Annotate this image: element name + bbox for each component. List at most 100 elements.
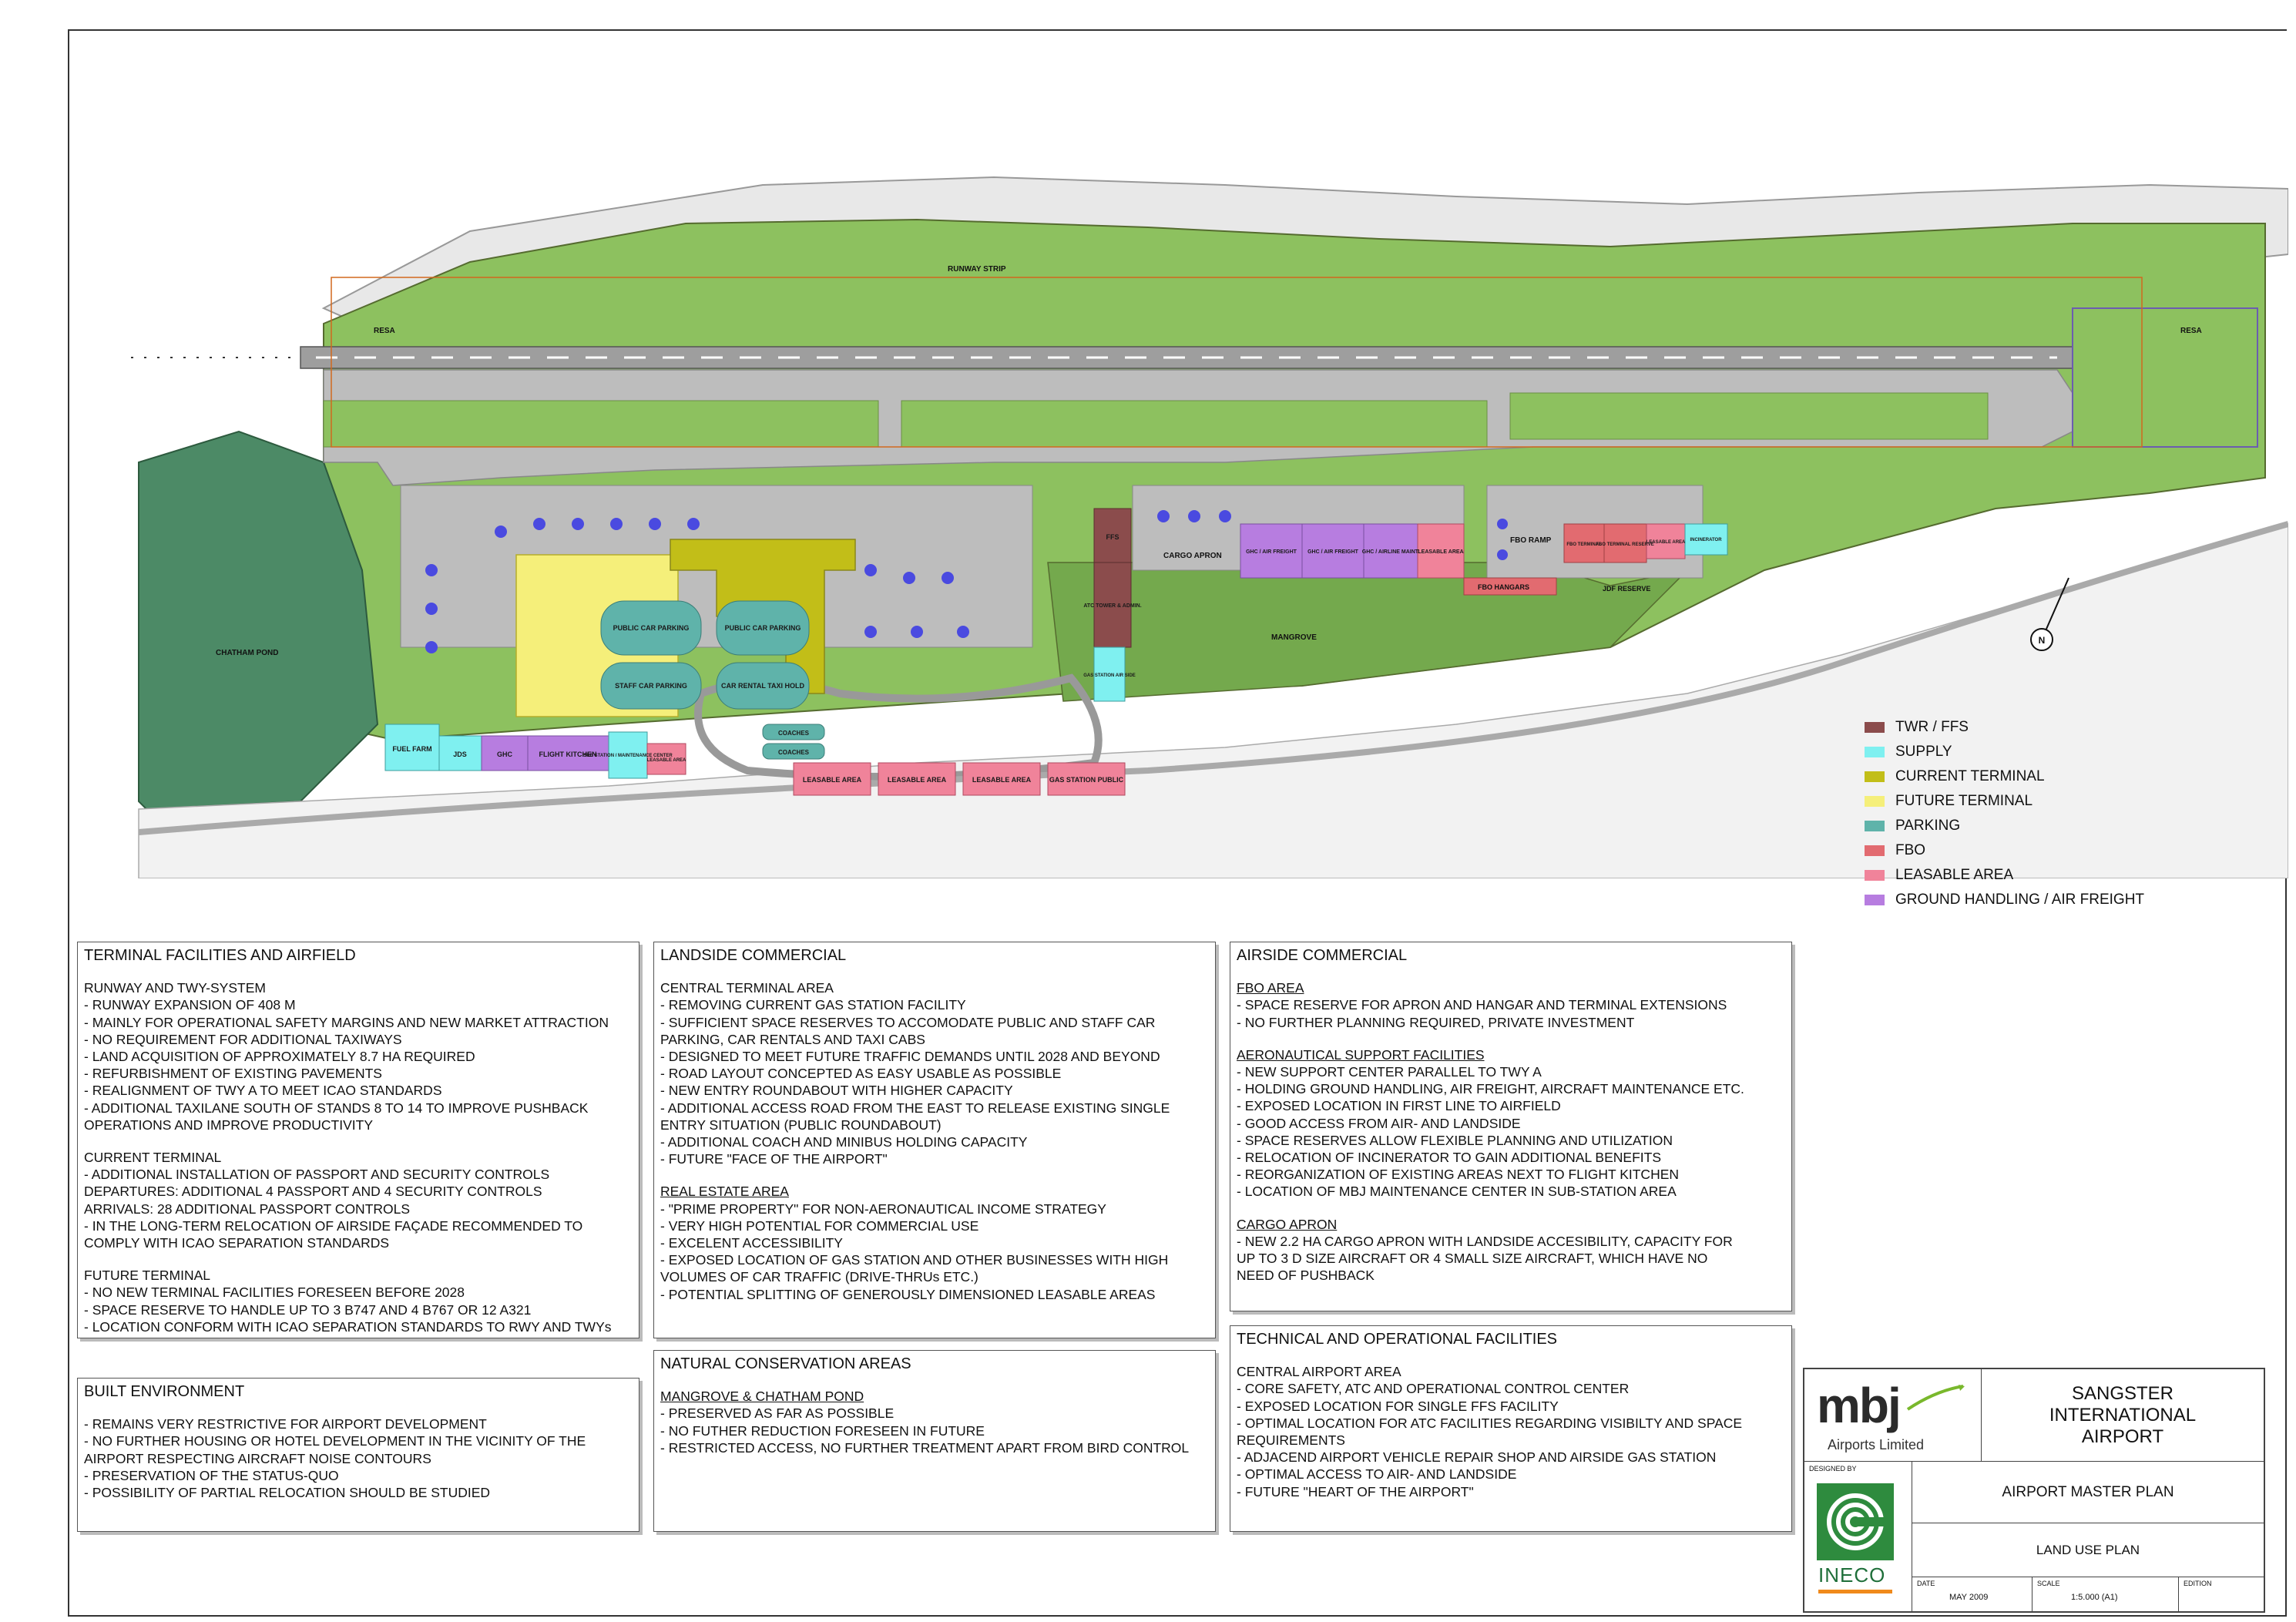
panel-section: CENTRAL TERMINAL AREA - REMOVING CURRENT… xyxy=(660,979,1209,1167)
label-leasable-2: LEASABLE AREA xyxy=(888,776,947,784)
legend-item: SUPPLY xyxy=(1865,740,2144,764)
grass-island-2 xyxy=(901,400,1488,448)
designer-underline xyxy=(1818,1590,1892,1593)
text-line: - RUNWAY EXPANSION OF 408 M xyxy=(84,997,296,1013)
zone-fbo-terminal-reserve xyxy=(1603,523,1647,563)
panel-natural-conservation: NATURAL CONSERVATION AREAS MANGROVE & CH… xyxy=(653,1350,1216,1532)
panel-title: LANDSIDE COMMERCIAL xyxy=(660,947,847,964)
company-name: Airports Limited xyxy=(1828,1437,1925,1452)
text-line: AIRPORT RESPECTING AIRCRAFT NOISE CONTOU… xyxy=(84,1450,431,1466)
legend-item: GROUND HANDLING / AIR FREIGHT xyxy=(1865,888,2144,912)
label-fuel-farm: FUEL FARM xyxy=(392,745,431,753)
text-line: - MAINLY FOR OPERATIONAL SAFETY MARGINS … xyxy=(84,1014,609,1030)
section-heading: AERONAUTICAL SUPPORT FACILITIES xyxy=(1237,1046,1485,1063)
plane-swoosh-icon xyxy=(1906,1385,1965,1411)
section-heading: REAL ESTATE AREA xyxy=(660,1184,789,1200)
label-car-rental: CAR RENTAL TAXI HOLD xyxy=(721,682,804,690)
legend-item: CURRENT TERMINAL xyxy=(1865,764,2144,789)
scale-cell: SCALE 1:5.000 (A1) xyxy=(2032,1577,2179,1613)
label-incinerator: INCINERATOR xyxy=(1690,538,1722,542)
text-line: - VERY HIGH POTENTIAL FOR COMMERCIAL USE xyxy=(660,1217,979,1234)
panel-section: - REMAINS VERY RESTRICTIVE FOR AIRPORT D… xyxy=(84,1415,633,1501)
text-line: - NO FUTHER REDUCTION FORESEEN IN FUTURE xyxy=(660,1422,985,1439)
label-sub-station: SUB STATION / MAINTENANCE CENTER xyxy=(583,754,673,758)
text-line: - REALIGNMENT OF TWY A TO MEET ICAO STAN… xyxy=(84,1083,442,1099)
date-cell: DATE MAY 2009 xyxy=(1912,1577,2032,1613)
zone-leasable-2 xyxy=(878,762,956,796)
text-line: - POSSIBILITY OF PARTIAL RELOCATION SHOU… xyxy=(84,1485,491,1501)
label-flight-kitchen: FLIGHT KITCHEN xyxy=(539,751,597,758)
text-line: - ADDITIONAL TAXILANE SOUTH OF STANDS 8 … xyxy=(84,1100,589,1116)
zone-sub-station xyxy=(608,731,648,779)
text-line: - REFURBISHMENT OF EXISTING PAVEMENTS xyxy=(84,1066,382,1082)
text-line: - OPTIMAL LOCATION FOR ATC FACILITIES RE… xyxy=(1237,1415,1743,1431)
map-label-fbo-ramp: FBO RAMP xyxy=(1510,536,1552,545)
designer-name: INECO xyxy=(1818,1563,1886,1587)
scale-value: 1:5.000 (A1) xyxy=(2071,1593,2118,1602)
scale-label: SCALE xyxy=(2037,1580,2060,1587)
legend-swatch xyxy=(1865,895,1885,905)
panel-section: RUNWAY AND TWY-SYSTEM - RUNWAY EXPANSION… xyxy=(84,979,633,1133)
text-line: - REMAINS VERY RESTRICTIVE FOR AIRPORT D… xyxy=(84,1416,487,1432)
label-ghc-air-freight-1: GHC / AIR FREIGHT xyxy=(1246,549,1297,555)
runway-strip-outline xyxy=(331,277,2143,448)
text-line: - GOOD ACCESS FROM AIR- AND LANDSIDE xyxy=(1237,1115,1521,1131)
zone-coaches-1 xyxy=(762,724,825,740)
panel-airside-commercial: AIRSIDE COMMERCIAL FBO AREA - SPACE RESE… xyxy=(1230,942,1792,1311)
label-leasable-west: LEASABLE AREA xyxy=(647,758,686,763)
panel-title: TECHNICAL AND OPERATIONAL FACILITIES xyxy=(1237,1331,1558,1348)
zone-leasable-1 xyxy=(793,762,871,796)
section-heading: CENTRAL TERMINAL AREA xyxy=(660,980,834,996)
label-leasable-3: LEASABLE AREA xyxy=(972,776,1032,784)
label-ghc-west: GHC xyxy=(497,751,513,758)
text-line: - ROAD LAYOUT CONCEPTED AS EASY USABLE A… xyxy=(660,1066,1062,1082)
label-leasable-1: LEASABLE AREA xyxy=(803,776,862,784)
grass-island-3 xyxy=(1509,392,1989,440)
text-line: - CORE SAFETY, ATC AND OPERATIONAL CONTR… xyxy=(1237,1381,1630,1397)
text-line: - IN THE LONG-TERM RELOCATION OF AIRSIDE… xyxy=(84,1217,583,1234)
text-line: - RELOCATION OF INCINERATOR TO GAIN ADDI… xyxy=(1237,1150,1662,1166)
text-line: REQUIREMENTS xyxy=(1237,1432,1345,1449)
map-label-resa-east: RESA xyxy=(2180,327,2202,335)
text-line: - REORGANIZATION OF EXISTING AREAS NEXT … xyxy=(1237,1167,1680,1183)
coastal-road xyxy=(138,521,2288,835)
panel-landside-commercial: LANDSIDE COMMERCIAL CENTRAL TERMINAL ARE… xyxy=(653,942,1216,1338)
zone-gas-station-airside xyxy=(1093,646,1126,702)
zone-ghc-air-freight-1 xyxy=(1240,523,1303,579)
edition-label: EDITION xyxy=(2184,1580,2212,1587)
legend-label: TWR / FFS xyxy=(1895,719,1969,735)
zone-public-car-parking-1 xyxy=(600,600,702,656)
text-line: DEPARTURES: ADDITIONAL 4 PASSPORT AND 4 … xyxy=(84,1184,542,1200)
mangrove-west xyxy=(138,430,379,811)
legend-label: FUTURE TERMINAL xyxy=(1895,793,2033,809)
text-line: - "PRIME PROPERTY" FOR NON-AERONAUTICAL … xyxy=(660,1201,1106,1217)
map-label-mangrove: MANGROVE xyxy=(1271,633,1317,642)
airport-name: SANGSTER INTERNATIONAL AIRPORT xyxy=(2049,1382,2197,1447)
text-line: - EXPOSED LOCATION OF GAS STATION AND OT… xyxy=(660,1252,1169,1268)
zone-gas-station-public xyxy=(1047,762,1126,796)
designer-cell: DESIGNED BY INECO xyxy=(1804,1462,1912,1613)
label-ghc-air-freight-2: GHC / AIR FREIGHT xyxy=(1307,549,1359,555)
text-line: - DESIGNED TO MEET FUTURE TRAFFIC DEMAND… xyxy=(660,1049,1160,1065)
label-leasable-far-east: LEASABLE AREA xyxy=(1646,540,1686,545)
text-line: - NEW ENTRY ROUNDABOUT WITH HIGHER CAPAC… xyxy=(660,1083,1013,1099)
zone-fbo-terminal xyxy=(1563,523,1605,563)
zone-ghc-airline-maint xyxy=(1363,523,1418,579)
panel-title: AIRSIDE COMMERCIAL xyxy=(1237,947,1408,964)
text-line: - EXPOSED LOCATION IN FIRST LINE TO AIRF… xyxy=(1237,1098,1561,1114)
zone-atc-tower xyxy=(1093,562,1132,648)
map-label-resa-west: RESA xyxy=(374,327,395,335)
legend-swatch xyxy=(1865,796,1885,807)
date-label: DATE xyxy=(1917,1580,1935,1587)
map-label-jdf-reserve: JDF RESERVE xyxy=(1603,585,1650,593)
text-line: - NO FURTHER PLANNING REQUIRED, PRIVATE … xyxy=(1237,1014,1635,1030)
date-value: MAY 2009 xyxy=(1949,1593,1989,1602)
label-gas-station-public: GAS STATION PUBLIC xyxy=(1049,776,1124,784)
text-line: - NEW 2.2 HA CARGO APRON WITH LANDSIDE A… xyxy=(1237,1233,1733,1249)
panel-section: MANGROVE & CHATHAM POND - PRESERVED AS F… xyxy=(660,1388,1209,1456)
zone-leasable-3 xyxy=(962,762,1041,796)
section-heading: CURRENT TERMINAL xyxy=(84,1150,222,1166)
legend-label: GROUND HANDLING / AIR FREIGHT xyxy=(1895,892,2145,908)
label-public-car-parking-1: PUBLIC CAR PARKING xyxy=(613,624,690,632)
text-line: - ADDITIONAL INSTALLATION OF PASSPORT AN… xyxy=(84,1167,550,1183)
